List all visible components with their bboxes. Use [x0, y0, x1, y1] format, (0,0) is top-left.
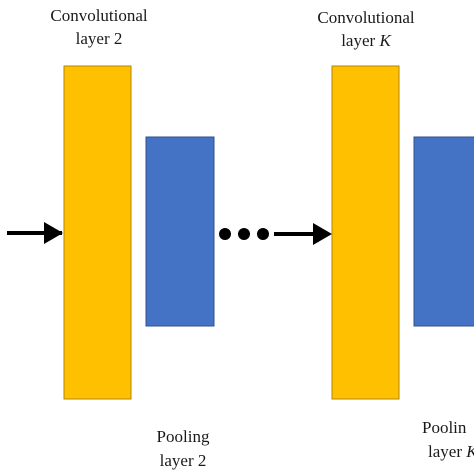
- conv-layer-k-label-prefix: layer: [341, 31, 379, 50]
- pool-layer-2-label-line2: layer 2: [160, 451, 207, 470]
- conv-layer-2-label-line1: Convolutional: [50, 6, 148, 25]
- pool-layer-k-label-var: K: [465, 442, 474, 461]
- middle-arrow-head: [313, 223, 332, 245]
- conv-layer-k-block: [331, 65, 400, 400]
- ellipsis-dots: [219, 228, 269, 240]
- pool-layer-k-label-line2: layer K: [428, 442, 474, 461]
- ellipsis-dot: [238, 228, 250, 240]
- conv-layer-2-block: [63, 65, 132, 400]
- ellipsis-dot: [219, 228, 231, 240]
- conv-layer-2-label-line2: layer 2: [76, 29, 123, 48]
- pool-layer-k-label-line1: Poolin: [422, 418, 467, 437]
- ellipsis-dot: [257, 228, 269, 240]
- conv-layer-k-label-line1: Convolutional: [317, 8, 415, 27]
- pool-layer-k-block: [413, 136, 474, 327]
- conv-layer-k-label-var: K: [378, 31, 392, 50]
- pool-layer-k-label-prefix: layer: [428, 442, 466, 461]
- pool-layer-2-label-line1: Pooling: [157, 427, 210, 446]
- conv-layer-k-label-line2: layer K: [341, 31, 392, 50]
- pool-layer-2-block: [145, 136, 215, 327]
- input-arrow-head: [44, 222, 63, 244]
